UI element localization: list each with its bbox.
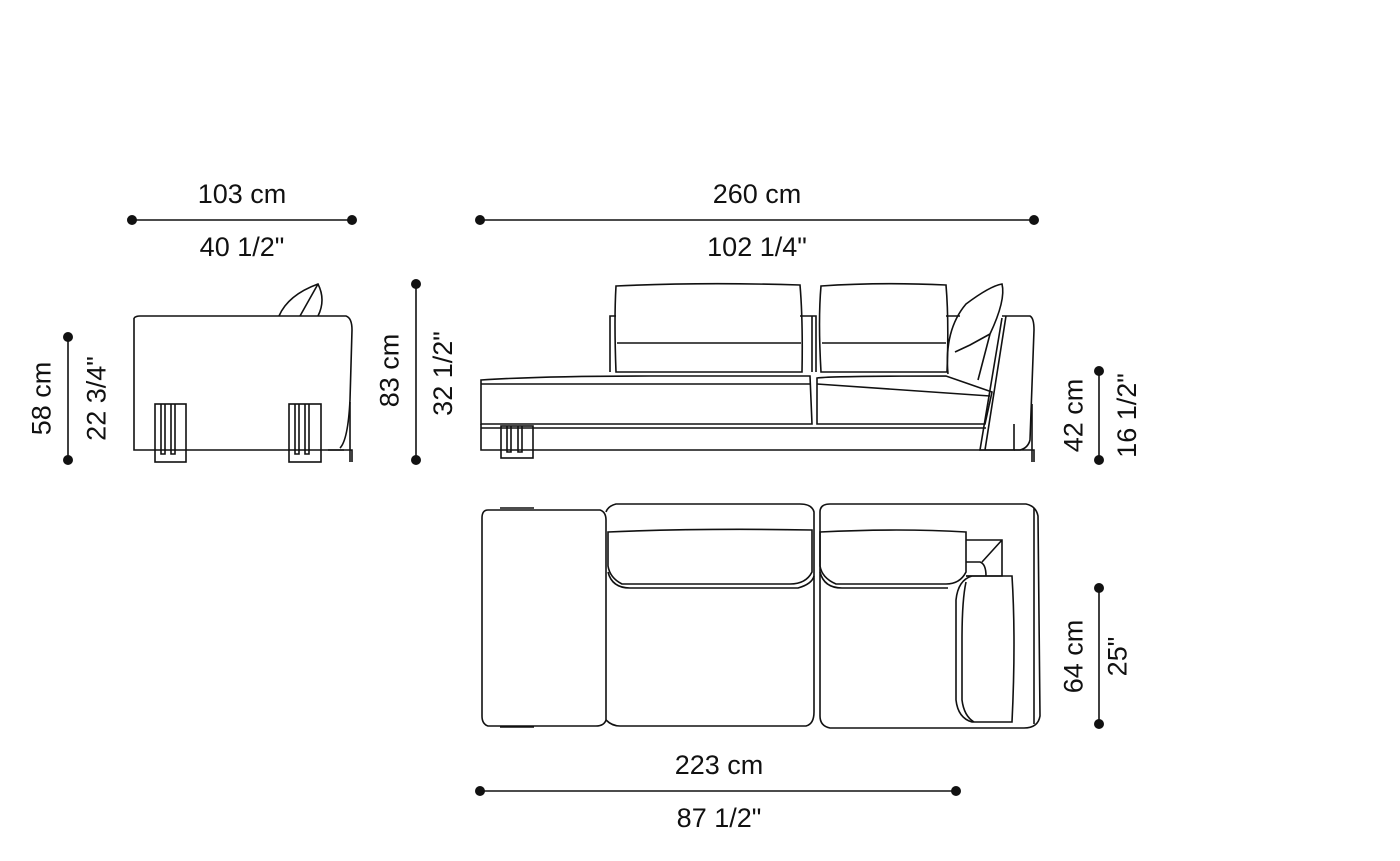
side-height-imperial: 22 3/4" [81,356,112,441]
top-depth-metric: 64 cm [1058,619,1089,694]
dim-top-length [475,786,961,796]
dim-seat-height [1094,366,1104,465]
seat-height-metric: 42 cm [1058,378,1089,453]
side-view-drawing [133,283,353,463]
side-width-metric: 103 cm [197,179,287,209]
front-view-drawing [480,282,1035,462]
dim-top-depth [1094,583,1104,729]
top-view-drawing [481,503,1041,729]
front-width-imperial: 102 1/4" [707,232,807,262]
top-length-metric: 223 cm [674,750,764,780]
dim-side-height [63,332,73,465]
dim-front-width [475,215,1039,225]
top-depth-imperial: 25" [1102,636,1133,677]
front-height-metric: 83 cm [374,333,405,408]
dim-side-width [127,215,357,225]
front-height-imperial: 32 1/2" [428,331,458,416]
front-width-metric: 260 cm [712,179,802,209]
side-width-imperial: 40 1/2" [199,232,285,262]
top-length-imperial: 87 1/2" [676,803,762,833]
side-height-metric: 58 cm [26,361,57,436]
seat-height-imperial: 16 1/2" [1112,373,1142,458]
dim-front-height [411,279,421,465]
